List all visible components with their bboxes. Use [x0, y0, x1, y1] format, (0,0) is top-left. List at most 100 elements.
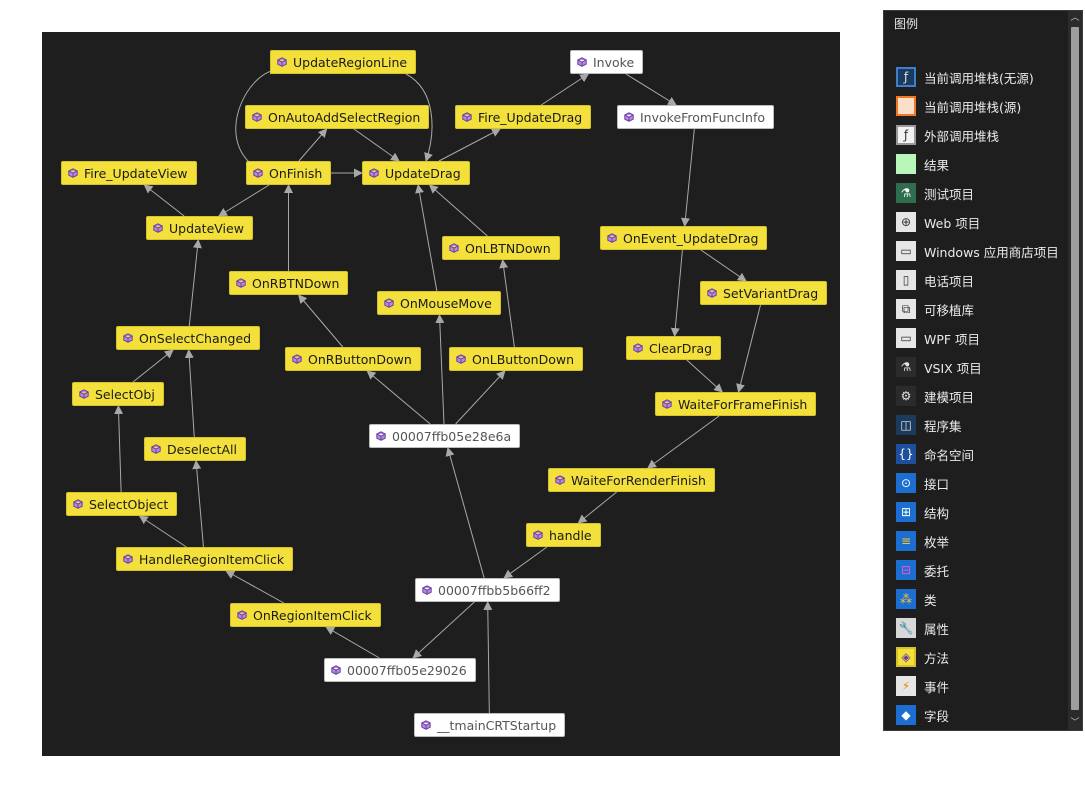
graph-edge	[225, 570, 285, 604]
legend-scrollbar[interactable]: ︿ ﹀	[1068, 11, 1082, 730]
graph-node-onrbuttondown[interactable]: OnRButtonDown	[285, 347, 421, 371]
scroll-thumb[interactable]	[1071, 27, 1079, 710]
legend-item[interactable]: ◫程序集	[896, 414, 962, 436]
graph-node-handleregionitemclick[interactable]: HandleRegionItemClick	[116, 547, 294, 571]
legend-item[interactable]: ▭WPF 项目	[896, 327, 980, 349]
method-icon	[384, 298, 394, 308]
graph-node-updateregionline[interactable]: UpdateRegionLine	[270, 50, 417, 74]
legend-item-label: 接口	[924, 476, 950, 492]
graph-edge	[298, 128, 328, 162]
legend-item[interactable]: ⁂类	[896, 588, 937, 610]
graph-node-deselectall[interactable]: DeselectAll	[144, 437, 246, 461]
graph-node-label: Fire_UpdateDrag	[478, 109, 583, 125]
graph-edge	[235, 65, 279, 164]
graph-node-invoke[interactable]: Invoke	[570, 50, 644, 74]
method-icon	[237, 610, 247, 620]
legend-item[interactable]: ▯电话项目	[896, 269, 974, 291]
graph-node-updateview[interactable]: UpdateView	[146, 216, 253, 240]
graph-edge	[647, 415, 720, 469]
graph-node-addr-28e6a[interactable]: 00007ffb05e28e6a	[369, 424, 521, 448]
graph-node-label: OnLBTNDown	[465, 240, 551, 256]
legend-item[interactable]: 当前调用堆栈(源)	[896, 95, 1021, 117]
legend-item[interactable]: ◈方法	[896, 646, 949, 668]
graph-node-label: InvokeFromFuncInfo	[640, 109, 765, 125]
graph-edge	[445, 447, 485, 579]
graph-node-selectobj[interactable]: SelectObj	[72, 382, 164, 406]
method-icon	[123, 333, 133, 343]
graph-node-cleardrag[interactable]: ClearDrag	[626, 336, 722, 360]
graph-node-fire-updateview[interactable]: Fire_UpdateView	[61, 161, 197, 185]
graph-node-addr-29026[interactable]: 00007ffb05e29026	[324, 658, 476, 682]
graph-node-onmousemove[interactable]: OnMouseMove	[377, 291, 501, 315]
scroll-down-arrow-icon[interactable]: ﹀	[1070, 718, 1080, 728]
legend-item[interactable]: ⧉可移植库	[896, 298, 974, 320]
graph-node-label: UpdateRegionLine	[293, 54, 408, 70]
graph-node-onselectchanged[interactable]: OnSelectChanged	[116, 326, 261, 350]
graph-node-onregionitemclick[interactable]: OnRegionItemClick	[230, 603, 381, 627]
graph-edge	[412, 601, 475, 659]
method-icon	[277, 57, 287, 67]
graph-node-onfinish[interactable]: OnFinish	[246, 161, 332, 185]
legend-item-label: 命名空间	[924, 447, 975, 463]
graph-edge	[625, 73, 677, 106]
method-icon	[236, 278, 246, 288]
legend-item-label: 当前调用堆栈(源)	[924, 99, 1022, 115]
method-icon	[73, 499, 83, 509]
enum-icon: ≡	[896, 531, 916, 551]
graph-node-waiteforrenderfinish[interactable]: WaiteForRenderFinish	[548, 468, 715, 492]
graph-edge	[455, 370, 506, 425]
legend-item-label: Web 项目	[924, 215, 981, 231]
graph-node-onlbuttondown[interactable]: OnLButtonDown	[449, 347, 584, 371]
graph-node-invokefromfuncinfo[interactable]: InvokeFromFuncInfo	[617, 105, 774, 129]
graph-node-label: OnRBTNDown	[252, 275, 340, 291]
legend-item[interactable]: ⊙接口	[896, 472, 949, 494]
legend-item[interactable]: ⚙建模项目	[896, 385, 974, 407]
graph-edge	[184, 349, 195, 438]
delegate-icon: ⊟	[896, 560, 916, 580]
flask-icon: ⚗	[896, 183, 916, 203]
graph-node-updatedrag[interactable]: UpdateDrag	[362, 161, 470, 185]
scroll-up-arrow-icon[interactable]: ︿	[1070, 13, 1080, 23]
graph-node-onrbtndown[interactable]: OnRBTNDown	[229, 271, 349, 295]
legend-item[interactable]: 🔧属性	[896, 617, 949, 639]
method-icon	[449, 243, 459, 253]
legend-item[interactable]: ⊟委托	[896, 559, 949, 581]
legend-item[interactable]: ▭Windows 应用商店项目	[896, 240, 1059, 262]
legend-item[interactable]: ⚗VSIX 项目	[896, 356, 982, 378]
graph-node-onautoaddselectregion[interactable]: OnAutoAddSelectRegion	[245, 105, 430, 129]
graph-node-handle[interactable]: handle	[526, 523, 601, 547]
graph-edge	[188, 239, 202, 327]
legend-item-label: 电话项目	[924, 273, 975, 289]
legend-item[interactable]: ⊞结构	[896, 501, 949, 523]
legend-item-label: 测试项目	[924, 186, 975, 202]
legend-item[interactable]: ⚗ 测试项目	[896, 182, 974, 204]
graph-edge	[405, 73, 433, 162]
graph-edge	[670, 249, 683, 337]
legend-item[interactable]: ◆字段	[896, 704, 949, 726]
graph-node-onevent-updatedrag[interactable]: OnEvent_UpdateDrag	[600, 226, 768, 250]
graph-node-waiteforframefinish[interactable]: WaiteForFrameFinish	[655, 392, 817, 416]
graph-node-addr-66ff2[interactable]: 00007ffbb5b66ff2	[415, 578, 560, 602]
method-icon	[252, 112, 262, 122]
graph-node-label: OnAutoAddSelectRegion	[268, 109, 421, 125]
legend-item[interactable]: 结果	[896, 153, 949, 175]
graph-node-setvariantdrag[interactable]: SetVariantDrag	[700, 281, 828, 305]
legend-item[interactable]: ⚡事件	[896, 675, 949, 697]
graph-node-fire-updatedrag[interactable]: Fire_UpdateDrag	[455, 105, 592, 129]
graph-node-label: SelectObject	[89, 496, 169, 512]
graph-node-label: OnLButtonDown	[472, 351, 575, 367]
method-icon	[421, 720, 431, 730]
graph-node-tmaincrtstartup[interactable]: __tmainCRTStartup	[414, 713, 566, 737]
legend-item[interactable]: ≡枚举	[896, 530, 949, 552]
graph-node-label: 00007ffb05e28e6a	[392, 428, 512, 444]
graph-node-selectobject[interactable]: SelectObject	[66, 492, 178, 516]
portable-library-icon: ⧉	[896, 299, 916, 319]
graph-edge	[435, 314, 445, 425]
legend-item[interactable]: ⊕Web 项目	[896, 211, 980, 233]
legend-item[interactable]: {}命名空间	[896, 443, 974, 465]
graph-node-onlbtndown[interactable]: OnLBTNDown	[442, 236, 560, 260]
